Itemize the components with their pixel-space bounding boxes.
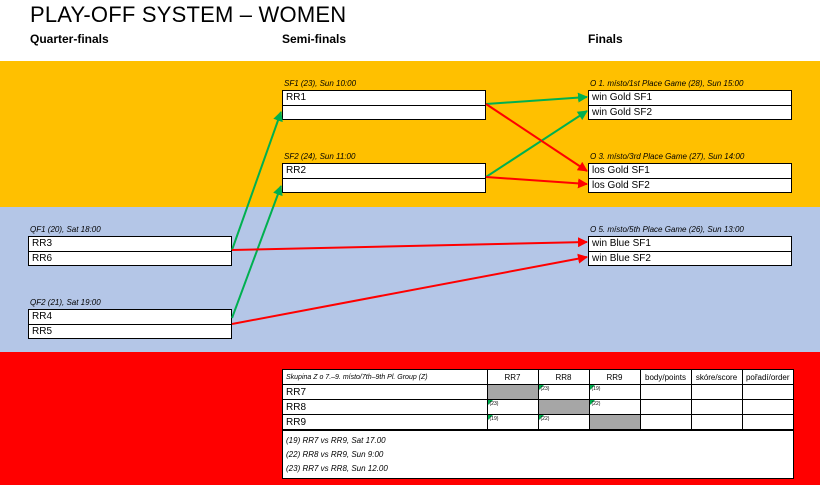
group-cell-order[interactable] (741, 384, 793, 400)
table-row: RR8 (23) (22) (283, 399, 793, 415)
fifth-caption: O 5. místo/5th Place Game (26), Sun 13:0… (590, 225, 744, 234)
sf2-team-2 (283, 178, 485, 192)
match-number: (19) (591, 386, 601, 392)
match-sf1[interactable]: RR1 (282, 90, 486, 120)
match-gold[interactable]: win Gold SF1 win Gold SF2 (588, 90, 792, 120)
fifth-team-2: win Blue SF2 (589, 251, 791, 265)
page-title: PLAY-OFF SYSTEM – WOMEN (30, 2, 347, 27)
group-cell[interactable]: (22) (588, 399, 641, 415)
fifth-team-1: win Blue SF1 (592, 238, 651, 249)
group-schedule-notes: (19) RR7 vs RR9, Sat 17.00 (22) RR8 vs R… (283, 430, 793, 478)
qf1-team-2: RR6 (29, 251, 231, 265)
marker-triangle-icon (538, 385, 544, 390)
sf1-team-2 (283, 105, 485, 119)
match-qf1[interactable]: RR3 RR6 (28, 236, 232, 266)
schedule-note: (23) RR7 vs RR8, Sun 12.00 (286, 464, 388, 473)
marker-triangle-icon (589, 385, 595, 390)
column-header-quarter-finals: Quarter-finals (30, 32, 109, 46)
schedule-note: (19) RR7 vs RR9, Sat 17.00 (286, 436, 386, 445)
group-cell-points[interactable] (639, 399, 692, 415)
column-header-semi-finals: Semi-finals (282, 32, 347, 46)
match-number: (22) (591, 401, 601, 407)
group-header-rr7: RR7 (486, 370, 539, 385)
marker-triangle-icon (538, 415, 544, 420)
group-header-points: body/points (639, 370, 692, 385)
group-cell-order[interactable] (741, 399, 793, 415)
group-cell[interactable]: (19) (588, 384, 641, 400)
group-header-rr9: RR9 (588, 370, 641, 385)
match-sf2[interactable]: RR2 (282, 163, 486, 193)
group-cell-points[interactable] (639, 414, 692, 430)
group-cell-order[interactable] (741, 414, 793, 430)
group-cell[interactable]: (23) (486, 399, 539, 415)
group-z-table: Skupina Z o 7.–9. místo/7th–9th Pl. Grou… (282, 369, 794, 479)
qf1-team-1: RR3 (32, 238, 53, 249)
group-cell-blank (537, 399, 590, 415)
match-qf2[interactable]: RR4 RR5 (28, 309, 232, 339)
group-cell-score[interactable] (690, 384, 743, 400)
match-bronze[interactable]: los Gold SF1 los Gold SF2 (588, 163, 792, 193)
group-caption: Skupina Z o 7.–9. místo/7th–9th Pl. Grou… (283, 370, 488, 385)
group-cell-points[interactable] (639, 384, 692, 400)
bronze-team-2: los Gold SF2 (589, 178, 791, 192)
group-cell[interactable]: (23) (537, 384, 590, 400)
group-cell[interactable]: (19) (486, 414, 539, 430)
marker-triangle-icon (487, 415, 493, 420)
qf1-caption: QF1 (20), Sat 18:00 (30, 225, 101, 234)
qf2-caption: QF2 (21), Sat 19:00 (30, 298, 101, 307)
sf1-team-1: RR1 (286, 92, 307, 103)
group-header-row: Skupina Z o 7.–9. místo/7th–9th Pl. Grou… (283, 370, 793, 385)
group-team-rr9: RR9 (283, 414, 488, 430)
bronze-team-1: los Gold SF1 (592, 165, 650, 176)
table-row: RR7 (23) (19) (283, 384, 793, 400)
match-number: (22) (540, 416, 550, 422)
sf1-caption: SF1 (23), Sun 10:00 (284, 79, 357, 88)
group-cell-score[interactable] (690, 414, 743, 430)
group-header-rr8: RR8 (537, 370, 590, 385)
group-cell-blank (588, 414, 641, 430)
bronze-caption: O 3. místo/3rd Place Game (27), Sun 14:0… (590, 152, 745, 161)
sf2-team-1: RR2 (286, 165, 307, 176)
marker-triangle-icon (487, 400, 493, 405)
table-row: RR9 (19) (22) (283, 414, 793, 430)
gold-caption: O 1. místo/1st Place Game (28), Sun 15:0… (590, 79, 744, 88)
sf2-caption: SF2 (24), Sun 11:00 (284, 152, 356, 161)
match-number: (23) (489, 401, 499, 407)
qf2-team-2: RR5 (29, 324, 231, 338)
qf2-team-1: RR4 (32, 311, 53, 322)
marker-triangle-icon (589, 400, 595, 405)
group-cell-blank (486, 384, 539, 400)
group-cell-score[interactable] (690, 399, 743, 415)
column-header-finals: Finals (588, 32, 623, 46)
schedule-note: (22) RR8 vs RR9, Sun 9:00 (286, 450, 384, 459)
group-cell[interactable]: (22) (537, 414, 590, 430)
group-team-rr8: RR8 (283, 399, 488, 415)
group-header-order: pořadí/order (741, 370, 793, 385)
group-team-rr7: RR7 (283, 384, 488, 400)
group-header-score: skóre/score (690, 370, 743, 385)
match-number: (19) (489, 416, 499, 422)
gold-team-2: win Gold SF2 (589, 105, 791, 119)
match-fifth[interactable]: win Blue SF1 win Blue SF2 (588, 236, 792, 266)
match-number: (23) (540, 386, 550, 392)
gold-team-1: win Gold SF1 (592, 92, 653, 103)
